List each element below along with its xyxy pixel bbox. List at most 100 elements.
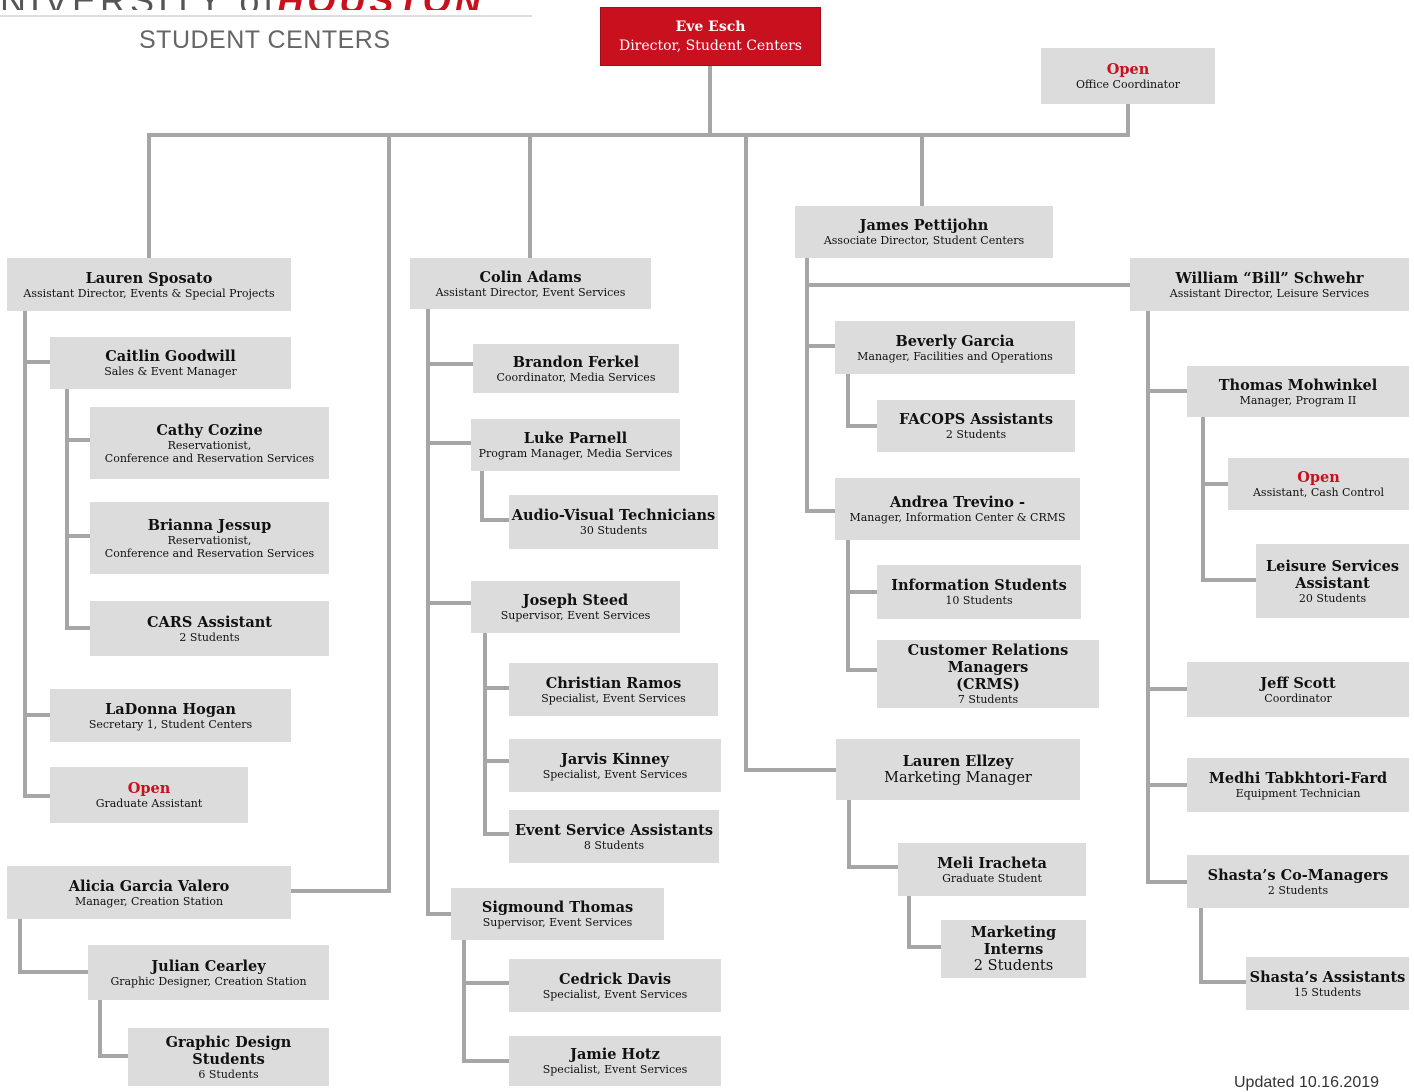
node-christian-ramos: Christian Ramos Specialist, Event Servic…: [509, 663, 718, 716]
node-name: Colin Adams: [479, 268, 582, 286]
node-leisure-services-assistant: Leisure Services Assistant 20 Students: [1256, 544, 1409, 618]
logo-divider: [0, 15, 532, 17]
node-title: Manager, Information Center & CRMS: [849, 511, 1066, 524]
node-bill-schwehr: William “Bill” Schwehr Assistant Directo…: [1130, 258, 1409, 311]
node-name: Shasta’s Co-Managers: [1207, 866, 1389, 884]
node-title: Manager, Program II: [1239, 393, 1357, 407]
node-cedrick-davis: Cedrick Davis Specialist, Event Services: [509, 959, 721, 1012]
node-name: William “Bill” Schwehr: [1175, 269, 1364, 287]
node-medhi-tabkhtori-fard: Medhi Tabkhtori-Fard Equipment Technicia…: [1187, 758, 1409, 812]
node-name: Joseph Steed: [522, 592, 629, 609]
node-event-service-assistants: Event Service Assistants 8 Students: [509, 810, 719, 863]
node-marketing-interns: Marketing Interns 2 Students: [941, 920, 1086, 978]
updated-date: Updated 10.16.2019: [1234, 1074, 1380, 1091]
node-information-students: Information Students 10 Students: [877, 565, 1081, 619]
node-name: Christian Ramos: [545, 674, 682, 692]
node-name: Shasta’s Assistants: [1249, 968, 1406, 986]
node-title: Coordinator, Media Services: [496, 370, 656, 384]
node-title: Associate Director, Student Centers: [823, 234, 1025, 247]
node-title-line2: Conference and Reservation Services: [104, 451, 315, 465]
node-customer-relations-managers: Customer Relations Managers (CRMS) 7 Stu…: [877, 640, 1099, 708]
node-name: Medhi Tabkhtori-Fard: [1208, 770, 1388, 787]
node-title: 30 Students: [579, 524, 648, 537]
node-shastas-co-managers: Shasta’s Co-Managers 2 Students: [1187, 855, 1409, 908]
node-title: Equipment Technician: [1235, 787, 1361, 800]
node-title: 15 Students: [1293, 985, 1362, 999]
node-title: 20 Students: [1298, 591, 1367, 605]
node-shastas-assistants: Shasta’s Assistants 15 Students: [1246, 957, 1409, 1010]
node-meli-iracheta: Meli Iracheta Graduate Student: [898, 843, 1086, 896]
node-title: Specialist, Event Services: [541, 691, 686, 705]
node-title: 2 Students: [945, 428, 1007, 441]
logo-prefix: NIVERSITY of: [0, 0, 277, 10]
node-title: 6 Students: [198, 1067, 259, 1081]
node-name: Open: [1106, 61, 1150, 78]
node-title: 2 Students: [973, 957, 1054, 974]
node-title: 2 Students: [1267, 883, 1329, 897]
node-name: Brianna Jessup: [147, 516, 272, 534]
node-caitlin-goodwill: Caitlin Goodwill Sales & Event Manager: [50, 337, 291, 389]
node-name: FACOPS Assistants: [898, 411, 1054, 428]
node-cars-assistant: CARS Assistant 2 Students: [90, 601, 329, 656]
node-name: Event Service Assistants: [514, 821, 714, 839]
node-name: Cathy Cozine: [156, 421, 263, 439]
node-title: Graduate Student: [942, 871, 1042, 885]
node-name: Cedrick Davis: [558, 970, 672, 988]
node-name: Sigmound Thomas: [481, 899, 634, 916]
node-jeff-scott: Jeff Scott Coordinator: [1187, 662, 1409, 717]
node-audio-visual-technicians: Audio-Visual Technicians 30 Students: [509, 495, 718, 549]
node-name: Andrea Trevino -: [889, 494, 1026, 511]
node-name: Open: [127, 780, 171, 797]
node-name: Julian Cearley: [151, 957, 266, 975]
node-name: Open: [1297, 469, 1340, 486]
node-ladonna-hogan: LaDonna Hogan Secretary 1, Student Cente…: [50, 689, 291, 742]
logo-subtitle: STUDENT CENTERS: [139, 26, 391, 54]
node-name: Graphic Design Students: [165, 1033, 292, 1068]
node-name: Thomas Mohwinkel: [1218, 376, 1378, 394]
node-title: Manager, Facilities and Operations: [857, 349, 1053, 363]
node-title: Assistant Director, Leisure Services: [1169, 286, 1370, 300]
node-name-line2: (CRMS): [956, 676, 1020, 693]
node-name: CARS Assistant: [147, 613, 272, 631]
node-name: Eve Esch: [675, 18, 746, 35]
node-name: Leisure Services: [1265, 557, 1400, 575]
node-title: 10 Students: [945, 594, 1013, 607]
node-title: Assistant, Cash Control: [1252, 486, 1385, 499]
node-name: LaDonna Hogan: [105, 700, 236, 718]
node-name: Beverly Garcia: [895, 332, 1015, 350]
node-title: Specialist, Event Services: [542, 1063, 688, 1076]
node-name: Caitlin Goodwill: [105, 348, 236, 365]
node-jarvis-kinney: Jarvis Kinney Specialist, Event Services: [509, 739, 721, 792]
node-name: Marketing Interns: [970, 923, 1057, 958]
node-title: Graduate Assistant: [95, 797, 203, 810]
node-office-coordinator: Open Office Coordinator: [1041, 48, 1215, 104]
node-title: Office Coordinator: [1076, 78, 1180, 91]
node-luke-parnell: Luke Parnell Program Manager, Media Serv…: [471, 419, 680, 471]
node-title: Reservationist,: [167, 438, 252, 452]
node-title: Specialist, Event Services: [542, 767, 688, 781]
node-colin-adams: Colin Adams Assistant Director, Event Se…: [410, 258, 651, 309]
node-alicia-garcia-valero: Alicia Garcia Valero Manager, Creation S…: [7, 866, 291, 919]
node-director: Eve Esch Director, Student Centers: [600, 7, 821, 66]
node-facops-assistants: FACOPS Assistants 2 Students: [877, 400, 1075, 452]
node-name: Customer Relations Managers: [907, 642, 1069, 676]
node-title: Coordinator: [1264, 691, 1332, 705]
node-name: Luke Parnell: [523, 430, 628, 447]
node-brandon-ferkel: Brandon Ferkel Coordinator, Media Servic…: [473, 344, 679, 393]
node-name: Lauren Ellzey: [902, 752, 1014, 770]
node-title: Sales & Event Manager: [104, 365, 237, 378]
node-title: Assistant Director, Event Services: [435, 285, 626, 299]
node-title: 8 Students: [583, 838, 645, 852]
node-title: Assistant Director, Events & Special Pro…: [23, 286, 275, 300]
node-title: Supervisor, Event Services: [482, 916, 633, 929]
node-james-pettijohn: James Pettijohn Associate Director, Stud…: [795, 206, 1053, 258]
node-name: Lauren Sposato: [85, 269, 213, 287]
node-title: 2 Students: [179, 630, 240, 644]
node-open-cash-control: Open Assistant, Cash Control: [1228, 458, 1409, 510]
node-beverly-garcia: Beverly Garcia Manager, Facilities and O…: [835, 321, 1075, 374]
node-name: Jeff Scott: [1260, 674, 1336, 692]
node-name-line2: Assistant: [1295, 574, 1370, 592]
node-title: 7 Students: [957, 693, 1019, 706]
node-title: Secretary 1, Student Centers: [88, 717, 253, 731]
